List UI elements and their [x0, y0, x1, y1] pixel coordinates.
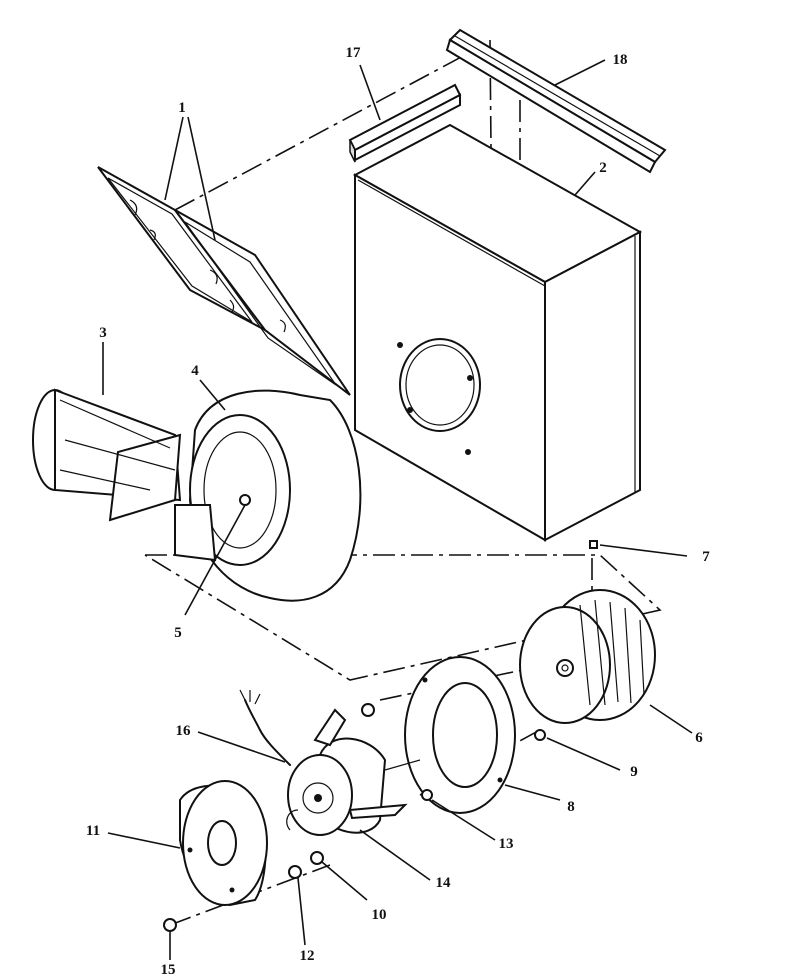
- callout-12: 12: [300, 948, 315, 964]
- filter-panels-part-1: [97, 166, 351, 396]
- screw-part-9: [534, 729, 546, 741]
- leader-lines: [102, 59, 693, 960]
- washer-part-13: [421, 789, 433, 801]
- bracket-plate-part-11: [179, 780, 268, 907]
- blower-housing-part-4: [174, 389, 362, 602]
- callout-10: 10: [372, 907, 387, 923]
- screw-part-7: [589, 540, 598, 549]
- wiring-harness-part-16: [239, 689, 299, 831]
- callout-16: 16: [176, 723, 192, 739]
- callout-13: 13: [499, 836, 514, 852]
- callout-5: 5: [174, 625, 182, 641]
- callout-7: 7: [702, 549, 710, 565]
- callout-8: 8: [567, 799, 575, 815]
- callout-3: 3: [99, 325, 107, 341]
- nut-part-12: [288, 865, 302, 879]
- callout-4: 4: [191, 363, 199, 379]
- callout-labels: 1 2 3 4 5 6 7 8 9 10 11 12 13 14 15 16 1…: [86, 45, 710, 977]
- cabinet-part-2: [352, 123, 643, 542]
- callout-9: 9: [630, 764, 638, 780]
- callout-15: 15: [161, 962, 176, 977]
- nut-part-15: [163, 918, 177, 932]
- callout-2: 2: [599, 160, 607, 176]
- nut-upper: [361, 703, 375, 717]
- blower-wheel-part-6: [519, 589, 656, 724]
- hardware-items: [163, 540, 598, 932]
- callout-17: 17: [346, 45, 362, 61]
- callout-18: 18: [613, 52, 628, 68]
- transition-duct-part-3: [32, 388, 182, 522]
- callout-6: 6: [695, 730, 703, 746]
- callout-1: 1: [178, 100, 186, 116]
- washer-part-10: [310, 851, 324, 865]
- callout-14: 14: [436, 875, 452, 891]
- rail-part-18: [445, 28, 667, 174]
- callout-11: 11: [86, 823, 100, 839]
- rail-part-17: [348, 83, 462, 163]
- motor-part-14: [287, 708, 421, 836]
- mounting-ring-part-8: [404, 656, 516, 814]
